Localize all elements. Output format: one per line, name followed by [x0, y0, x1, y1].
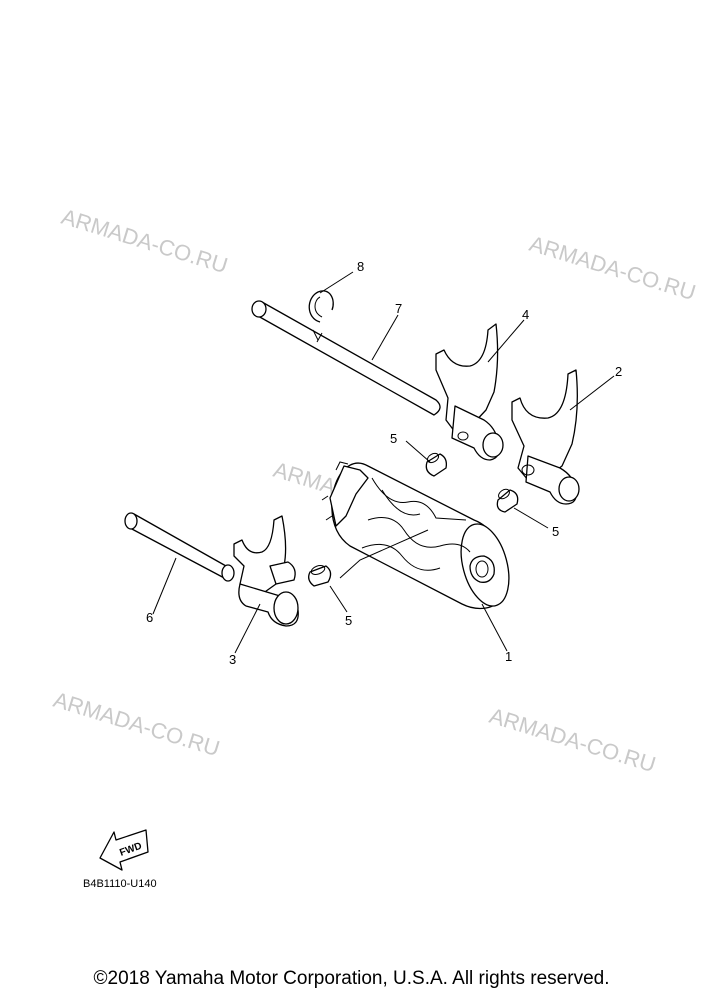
watermark-5: ARMADA-CO.RU — [487, 703, 659, 777]
shift-fork-4 — [435, 323, 504, 461]
callout-3: 3 — [229, 652, 236, 667]
copyright-notice: ©2018 Yamaha Motor Corporation, U.S.A. A… — [93, 968, 610, 989]
callout-2: 2 — [615, 364, 622, 379]
watermark-4: ARMADA-CO.RU — [51, 687, 223, 761]
watermark-1: ARMADA-CO.RU — [59, 204, 231, 278]
diagram-code: B4B1110-U140 — [83, 878, 157, 890]
forward-arrow-icon: FWD — [99, 829, 149, 871]
callout-1: 1 — [505, 649, 512, 664]
shift-fork-2 — [511, 369, 580, 505]
guide-pin-lower — [308, 565, 332, 587]
leader-lines — [152, 271, 615, 654]
shift-fork-3 — [233, 515, 299, 627]
shift-fork-shaft-lower — [124, 512, 235, 582]
circlip — [308, 290, 334, 323]
callout-5-right: 5 — [552, 524, 559, 539]
guide-pin-upper — [425, 452, 448, 477]
shift-drum — [321, 461, 510, 610]
callout-7: 7 — [395, 301, 402, 316]
callout-5-upper: 5 — [390, 431, 397, 446]
shift-fork-shaft-upper — [251, 300, 441, 416]
guide-pin-right — [496, 488, 519, 513]
callout-6: 6 — [146, 610, 153, 625]
callout-8: 8 — [357, 259, 364, 274]
callout-4: 4 — [522, 307, 529, 322]
callout-5-lower: 5 — [345, 613, 352, 628]
watermark-2: ARMADA-CO.RU — [527, 231, 699, 305]
